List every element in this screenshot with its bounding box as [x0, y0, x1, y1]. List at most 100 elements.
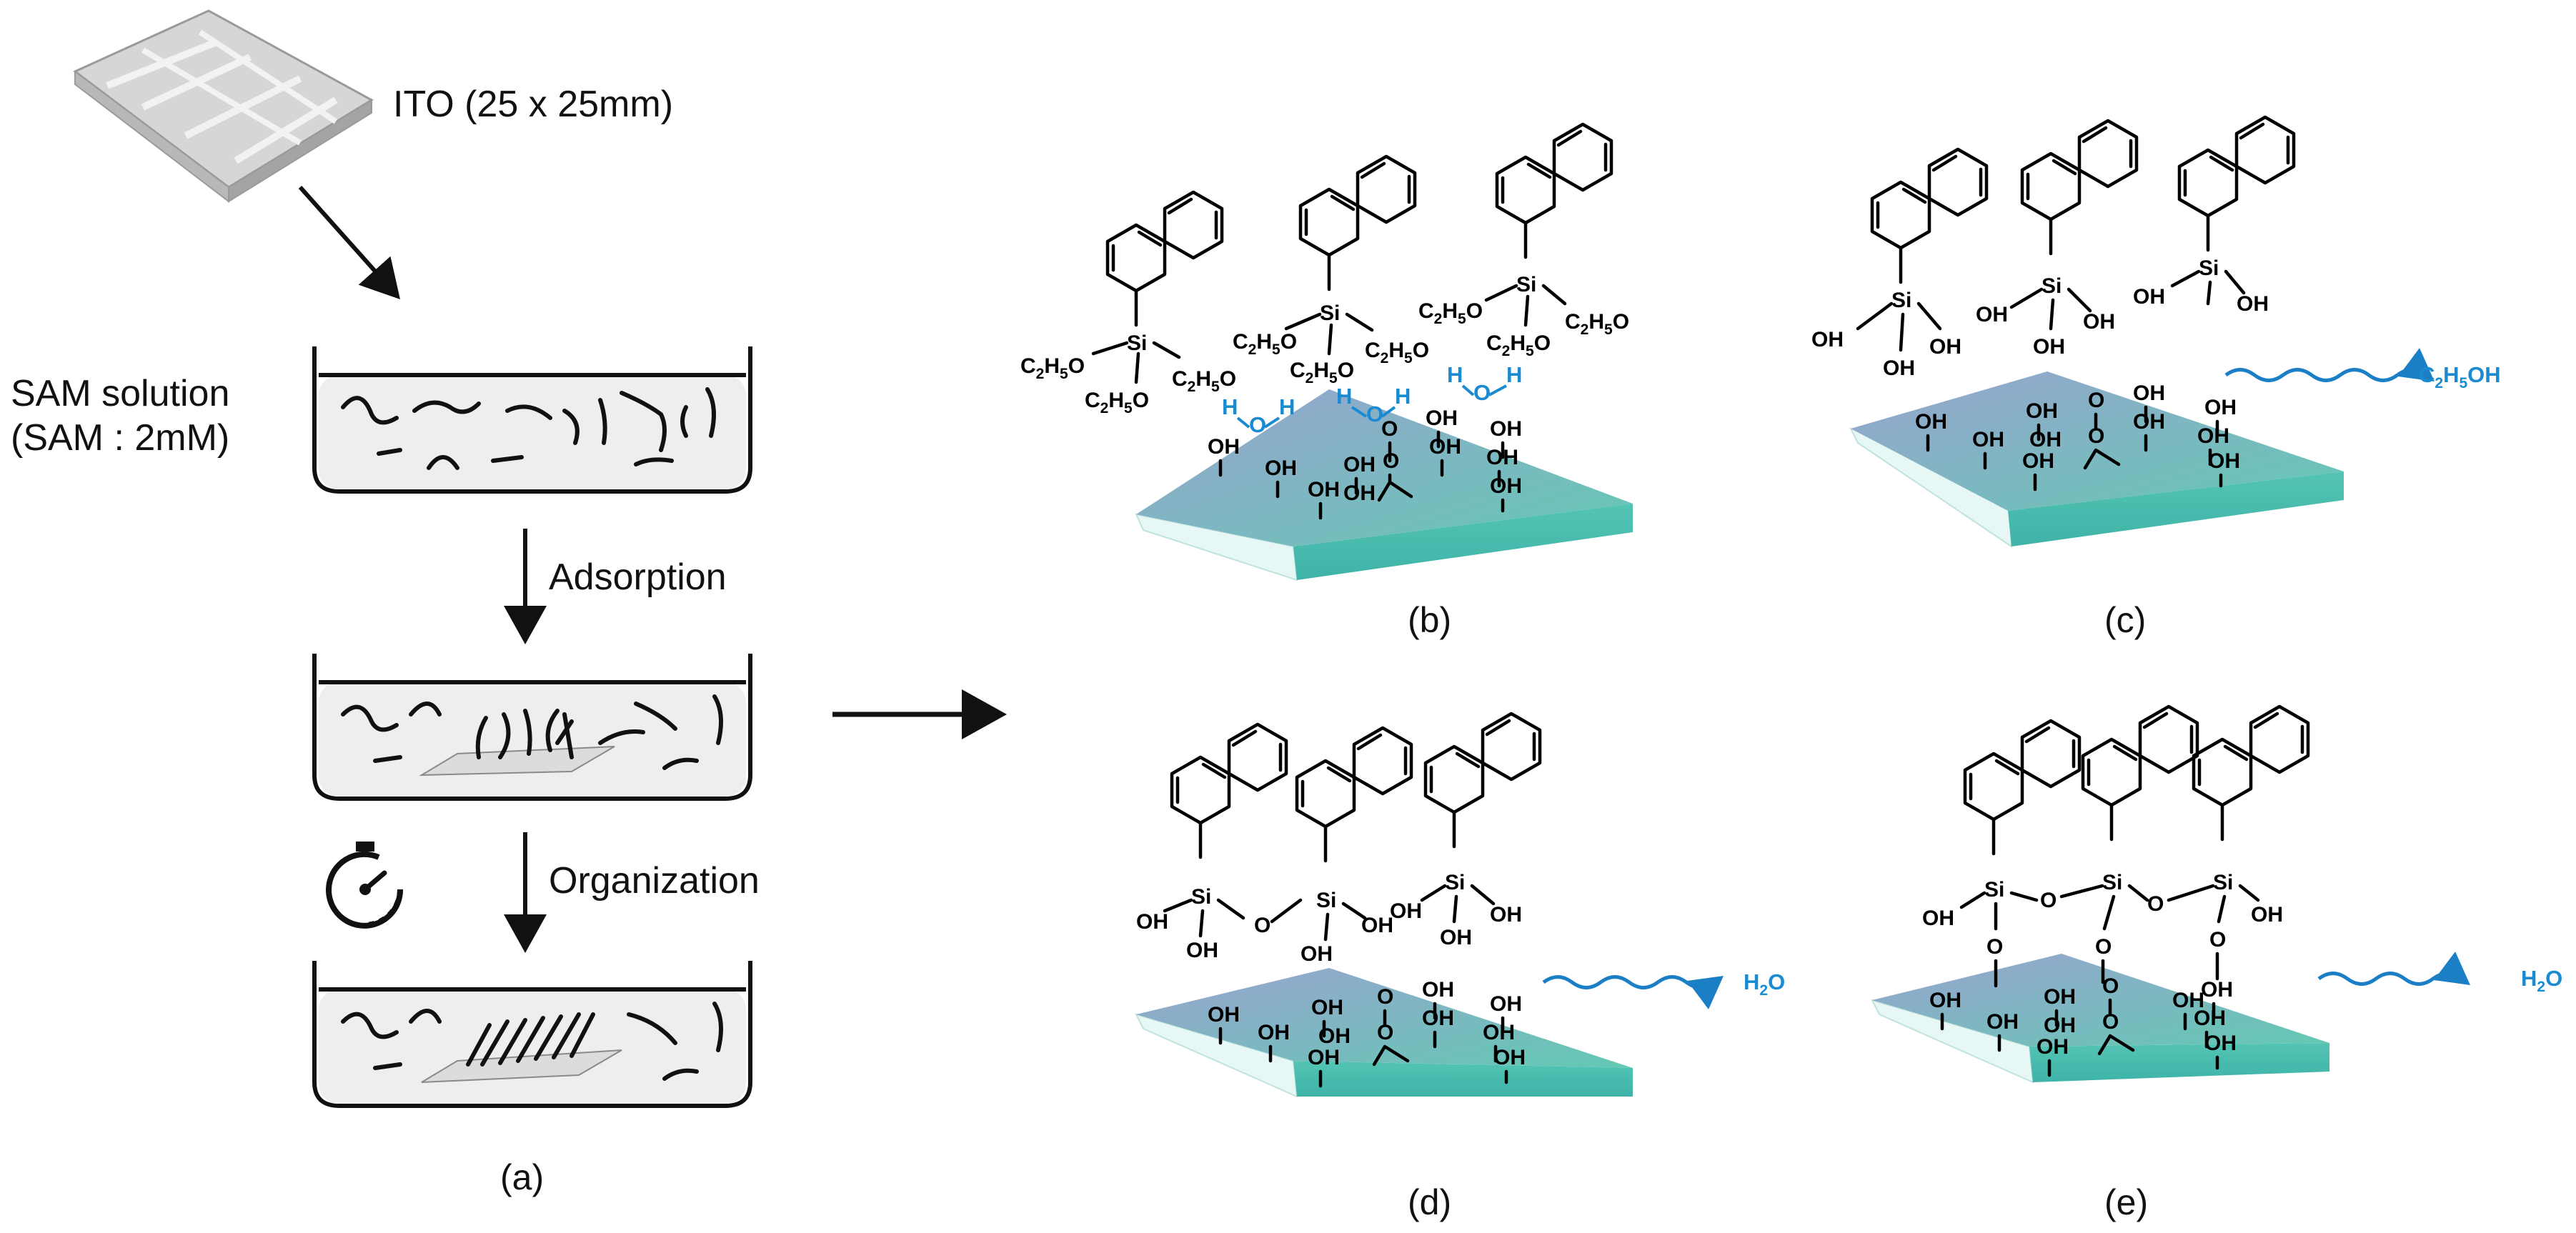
beaker-solution: [312, 346, 752, 494]
svg-text:OH: OH: [1208, 435, 1240, 459]
svg-text:OH: OH: [2029, 428, 2062, 451]
silane-molecule-b1: Si C2H5O C2H5O C2H5O: [1020, 192, 1236, 416]
svg-text:OH: OH: [1343, 453, 1376, 476]
svg-text:OH: OH: [1986, 1010, 2019, 1034]
svg-text:OH: OH: [1258, 1021, 1290, 1044]
silanol-molecule-c2: Si OH OH OH: [1976, 121, 2137, 359]
svg-text:OH: OH: [2037, 1035, 2069, 1059]
svg-text:O: O: [1473, 380, 1491, 405]
panel-e: OH OH OH OH OH OH OH OH OH O O Si OH O O: [1871, 707, 2562, 1222]
svg-text:C2H5O: C2H5O: [1290, 359, 1354, 386]
svg-text:O: O: [1986, 935, 2003, 959]
svg-text:H: H: [1395, 384, 1411, 409]
caption-c: (c): [2104, 600, 2146, 640]
svg-text:OH: OH: [1422, 1007, 1454, 1030]
svg-text:OH: OH: [1976, 303, 2008, 326]
svg-text:OH: OH: [2133, 381, 2165, 405]
svg-text:OH: OH: [1483, 1021, 1515, 1044]
siloxane-molecule-d1: Si OH OH O: [1136, 724, 1303, 962]
water-product-e: H2O: [2521, 966, 2562, 995]
svg-text:C2H5O: C2H5O: [1418, 299, 1483, 327]
panel-c: OH OH OH OH OH OH OH OH OH OH O O Si OH …: [1811, 117, 2501, 640]
beaker-organization: [312, 961, 752, 1108]
svg-text:OH: OH: [2197, 424, 2229, 448]
ito-to-solution-arrow: [298, 186, 400, 299]
crosslinked-molecule-e3: Si OH O: [2167, 707, 2308, 981]
crosslinked-molecule-e2: Si O O: [2059, 707, 2197, 984]
svg-text:OH: OH: [1490, 903, 1522, 927]
svg-text:OH: OH: [1186, 939, 1218, 962]
svg-text:C2H5O: C2H5O: [1172, 367, 1236, 395]
svg-text:H: H: [1506, 362, 1522, 387]
ethanol-release-wave: [2224, 348, 2435, 382]
svg-text:OH: OH: [1883, 356, 1915, 380]
beaker-adsorption: [312, 654, 752, 801]
svg-text:OH: OH: [1811, 328, 1844, 351]
svg-text:OH: OH: [2204, 1032, 2237, 1055]
svg-text:O: O: [2209, 928, 2226, 952]
svg-text:Si: Si: [1191, 885, 1211, 909]
organization-label: Organization: [549, 860, 760, 902]
svg-text:O: O: [2102, 974, 2119, 998]
ethanol-product: C2H5OH: [2419, 362, 2501, 391]
surface-oh-b: OH OH OH OH OH OH OH OH OH OH O O: [1208, 406, 1522, 520]
water-hbonds-b: HOH HOH HOH: [1222, 362, 1522, 437]
svg-text:C2H5O: C2H5O: [1486, 331, 1551, 359]
svg-text:C2H5O: C2H5O: [1233, 330, 1297, 358]
svg-text:Si: Si: [2199, 256, 2219, 280]
svg-text:OH: OH: [2083, 310, 2115, 334]
svg-text:OH: OH: [2133, 285, 2165, 309]
svg-text:O: O: [2088, 389, 2104, 412]
siloxane-molecule-d3: Si OH OH OH: [1390, 714, 1540, 949]
svg-text:OH: OH: [2044, 1014, 2076, 1037]
ito-substrate: [73, 9, 374, 204]
surface-oh-d: OH OH OH OH OH OH OH OH OH OH O O: [1208, 978, 1526, 1088]
svg-text:O: O: [2040, 889, 2057, 912]
svg-text:O: O: [2088, 424, 2104, 448]
svg-text:H: H: [1336, 384, 1352, 409]
svg-text:OH: OH: [1422, 978, 1454, 1002]
stopwatch-icon: [326, 842, 404, 929]
svg-text:H: H: [1279, 394, 1295, 419]
svg-text:Si: Si: [1316, 889, 1336, 912]
svg-text:Si: Si: [1891, 289, 1911, 312]
svg-text:C2H5O: C2H5O: [1565, 310, 1629, 338]
svg-text:OH: OH: [1915, 410, 1947, 434]
svg-text:OH: OH: [1972, 428, 2004, 451]
siloxane-molecule-d2: Si OH OH: [1297, 728, 1411, 966]
ito-surface-b: [1135, 389, 1633, 581]
svg-text:OH: OH: [2033, 335, 2065, 359]
svg-text:OH: OH: [1490, 474, 1522, 498]
svg-text:OH: OH: [1929, 989, 1961, 1012]
svg-text:Si: Si: [1127, 331, 1147, 355]
svg-text:OH: OH: [2194, 1007, 2226, 1030]
svg-text:H: H: [1447, 362, 1463, 387]
svg-text:OH: OH: [1486, 446, 1518, 469]
svg-text:O: O: [1381, 417, 1398, 441]
silanol-molecule-c1: Si OH OH OH: [1811, 149, 1986, 380]
surface-oh-e: OH OH OH OH OH OH OH OH OH O O: [1929, 974, 2237, 1077]
svg-text:OH: OH: [2133, 410, 2165, 434]
svg-text:O: O: [1366, 401, 1383, 426]
svg-text:OH: OH: [1265, 456, 1297, 480]
ito-surface-e: [1871, 954, 2329, 1084]
svg-text:OH: OH: [2204, 396, 2237, 419]
crosslinked-molecule-e1: Si OH O O: [1922, 721, 2079, 988]
silanol-molecule-c3: Si OH OH: [2133, 117, 2294, 316]
ito-label: ITO (25 x 25mm): [393, 84, 673, 125]
solution-label-line2: (SAM : 2mM): [11, 417, 229, 459]
caption-b: (b): [1408, 600, 1451, 640]
surface-oh-c: OH OH OH OH OH OH OH OH OH OH O O: [1915, 381, 2240, 491]
panel-d: OH OH OH OH OH OH OH OH OH OH O O Si OH …: [1135, 714, 1785, 1222]
svg-text:OH: OH: [1429, 435, 1461, 459]
svg-text:OH: OH: [1343, 481, 1376, 505]
svg-text:OH: OH: [1361, 914, 1393, 937]
svg-text:O: O: [1377, 1021, 1393, 1044]
svg-text:C2H5O: C2H5O: [1085, 389, 1149, 416]
caption-e: (e): [2104, 1182, 2148, 1222]
svg-text:OH: OH: [2026, 399, 2058, 423]
svg-text:OH: OH: [1136, 910, 1168, 934]
svg-text:OH: OH: [1311, 996, 1343, 1019]
svg-text:O: O: [2102, 1010, 2119, 1034]
